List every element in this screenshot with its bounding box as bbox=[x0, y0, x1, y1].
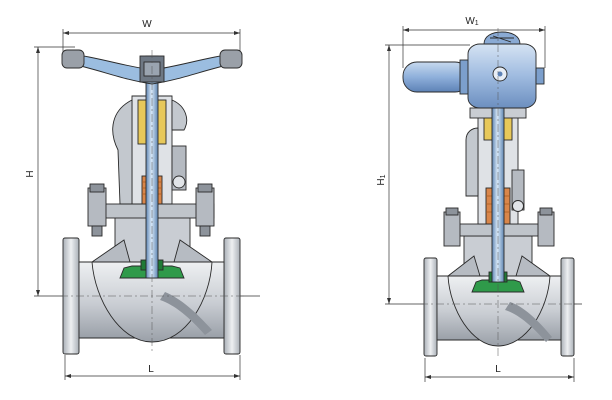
electric-actuator bbox=[402, 31, 545, 109]
electric-valve: W1 H1 L bbox=[376, 16, 582, 382]
width-dimension: W bbox=[62, 19, 241, 60]
height1-label: H1 bbox=[376, 174, 387, 185]
width1-label: W1 bbox=[465, 16, 478, 27]
length-label: L bbox=[148, 364, 154, 375]
valve-body-electric bbox=[423, 235, 575, 357]
bonnet-electric bbox=[443, 207, 555, 247]
length1-dimension: L bbox=[424, 358, 575, 382]
length1-label: L bbox=[495, 364, 501, 375]
length-dimension: L bbox=[64, 355, 241, 380]
width-label: W bbox=[142, 19, 152, 30]
height-label: H bbox=[25, 170, 36, 177]
width1-dimension: W1 bbox=[402, 16, 546, 68]
motor bbox=[402, 61, 470, 93]
manual-valve: W H L bbox=[25, 19, 260, 380]
height1-dimension: H1 bbox=[376, 44, 582, 305]
